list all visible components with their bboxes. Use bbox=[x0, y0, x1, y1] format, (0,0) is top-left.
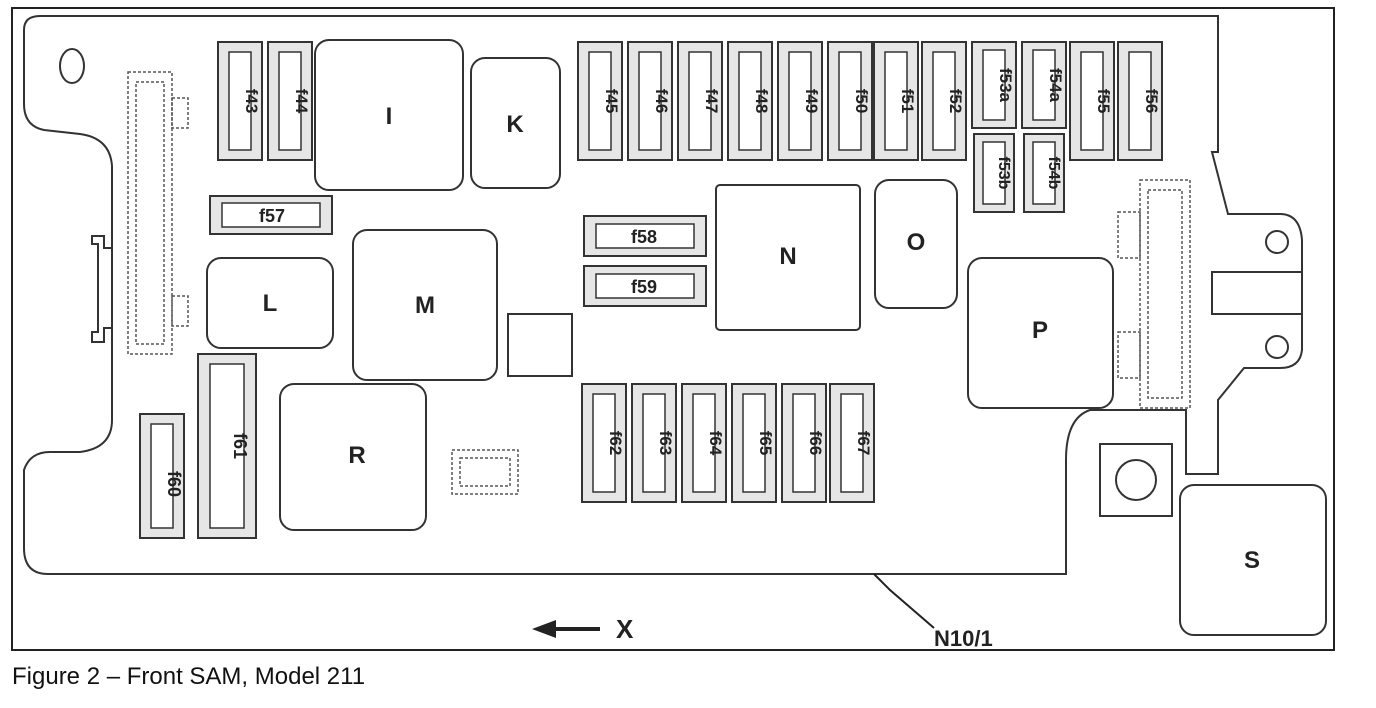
fuse-body bbox=[595, 273, 695, 299]
relay-o-label: O bbox=[907, 229, 926, 256]
fuse-f54a-label: f54a bbox=[1046, 68, 1065, 103]
fuse-f65-label: f65 bbox=[756, 431, 775, 456]
relay-n-label: N bbox=[779, 243, 796, 270]
fuse-f55-label: f55 bbox=[1094, 89, 1113, 114]
fuse-body bbox=[592, 393, 616, 493]
fuse-body bbox=[638, 51, 662, 151]
relay-l-box bbox=[206, 257, 334, 349]
fuse-body bbox=[688, 51, 712, 151]
ground-stud bbox=[1115, 459, 1157, 501]
fuse-f52-label: f52 bbox=[946, 89, 965, 114]
fuse-body bbox=[221, 202, 321, 228]
fuse-f67-label: f67 bbox=[854, 431, 873, 456]
relay-i-label: I bbox=[386, 103, 393, 130]
fuse-body bbox=[932, 51, 956, 151]
fuse-f64-label: f64 bbox=[706, 431, 725, 456]
fuse-f61-label: f61 bbox=[230, 433, 250, 459]
fuse-f44-label: f44 bbox=[292, 89, 311, 114]
relay-o-box bbox=[874, 179, 958, 309]
fuse-body bbox=[588, 51, 612, 151]
fuse-f45-label: f45 bbox=[602, 89, 621, 114]
fuse-f56-label: f56 bbox=[1142, 89, 1161, 114]
fuse-f58-label: f58 bbox=[631, 227, 657, 247]
fuse-f46-label: f46 bbox=[652, 89, 671, 114]
relay-p-box bbox=[967, 257, 1114, 409]
fuse-f49-label: f49 bbox=[802, 89, 821, 114]
fuse-f57-label: f57 bbox=[259, 206, 285, 226]
direction-label: X bbox=[616, 614, 634, 644]
fuse-f62-label: f62 bbox=[606, 431, 625, 456]
fuse-body bbox=[792, 393, 816, 493]
relay-r-label: R bbox=[348, 442, 365, 469]
fuse-body bbox=[788, 51, 812, 151]
fuse-box-diagram: I K L M N O P R S f43 bbox=[11, 7, 1335, 651]
fuse-f63-label: f63 bbox=[656, 431, 675, 456]
direction-arrow-icon bbox=[532, 620, 600, 638]
fuse-body bbox=[150, 423, 174, 529]
fuse-f47-label: f47 bbox=[702, 89, 721, 114]
fuse-body bbox=[1080, 51, 1104, 151]
relay-k-label: K bbox=[506, 111, 524, 138]
relay-p-label: P bbox=[1032, 317, 1048, 344]
fuse-body bbox=[738, 51, 762, 151]
mounting-hole bbox=[1265, 335, 1289, 359]
mounting-hole bbox=[59, 48, 85, 84]
figure-frame bbox=[11, 7, 1335, 651]
relay-s-label: S bbox=[1244, 547, 1260, 574]
component-leader-line bbox=[873, 573, 935, 629]
relay-m-box bbox=[352, 229, 498, 381]
fuse-body bbox=[884, 51, 908, 151]
side-tab bbox=[1211, 271, 1303, 315]
fuse-body bbox=[209, 363, 245, 529]
relay-s-box bbox=[1179, 484, 1327, 636]
relay-n-box bbox=[715, 184, 861, 331]
mounting-hole bbox=[1265, 230, 1289, 254]
small-connector bbox=[451, 449, 519, 495]
relay-r-box bbox=[279, 383, 427, 531]
fuse-f54b-label: f54b bbox=[1045, 157, 1062, 190]
empty-relay-slot bbox=[507, 313, 573, 377]
fuse-f53b-label: f53b bbox=[995, 157, 1012, 190]
component-label: N10/1 bbox=[934, 626, 993, 651]
relay-l-label: L bbox=[263, 290, 278, 317]
fuse-body bbox=[840, 393, 864, 493]
figure-caption: Figure 2 – Front SAM, Model 211 bbox=[12, 663, 366, 690]
fuse-f48-label: f48 bbox=[752, 89, 771, 114]
fuse-f59-label: f59 bbox=[631, 277, 657, 297]
fuse-body bbox=[982, 49, 1006, 121]
fuse-f53a-label: f53a bbox=[996, 68, 1015, 103]
fuse-body bbox=[692, 393, 716, 493]
fuse-body bbox=[982, 141, 1006, 205]
relay-k-box bbox=[470, 57, 561, 189]
relay-i-box bbox=[314, 39, 464, 191]
fuse-body bbox=[278, 51, 302, 151]
relay-m-label: M bbox=[415, 292, 435, 319]
fuse-body bbox=[838, 51, 862, 151]
fuse-body bbox=[642, 393, 666, 493]
left-connector-clip bbox=[91, 235, 113, 343]
fuse-f51-label: f51 bbox=[898, 89, 917, 114]
left-connector bbox=[127, 71, 189, 355]
fuse-f60-label: f60 bbox=[164, 471, 184, 497]
fuse-f50-label: f50 bbox=[852, 89, 871, 114]
fuse-body bbox=[1032, 141, 1056, 205]
fuse-body bbox=[742, 393, 766, 493]
fuse-body bbox=[1128, 51, 1152, 151]
fuse-body bbox=[1032, 49, 1056, 121]
fuse-f66-label: f66 bbox=[806, 431, 825, 456]
right-connector bbox=[1117, 179, 1191, 409]
fuse-f43-label: f43 bbox=[242, 89, 261, 114]
fuse-body bbox=[228, 51, 252, 151]
fuse-body bbox=[595, 223, 695, 249]
